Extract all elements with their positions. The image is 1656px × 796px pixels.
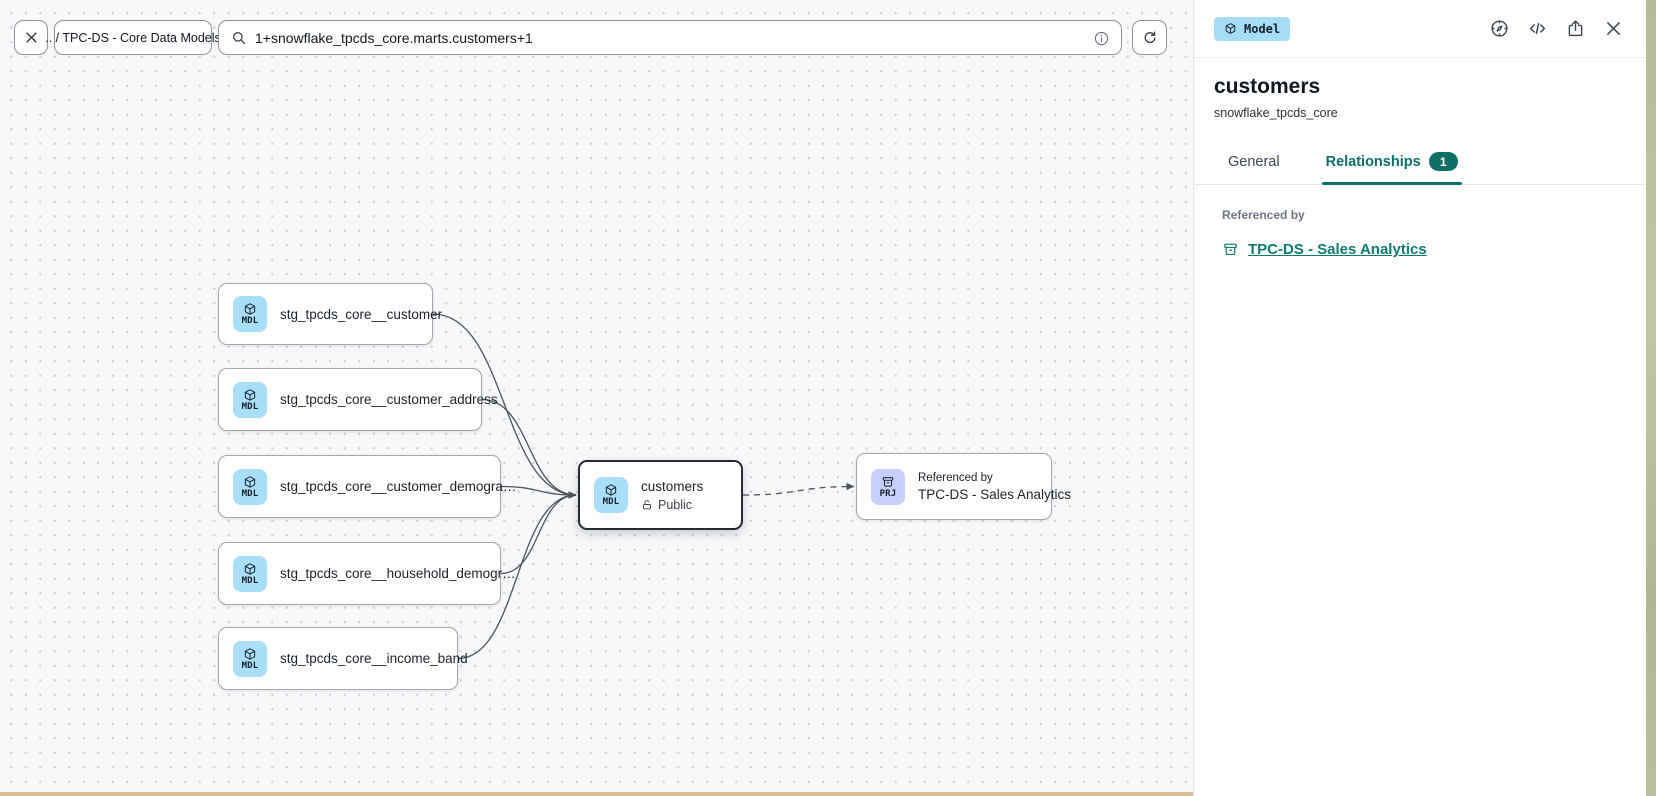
project-subtitle: snowflake_tpcds_core — [1214, 106, 1338, 120]
node-overline: Referenced by — [918, 471, 993, 484]
tab-general[interactable]: General — [1228, 141, 1280, 184]
lineage-node-stg_customer_address[interactable]: MDL stg_tpcds_core__customer_address — [218, 368, 498, 431]
node-label: stg_tpcds_core__customer_demogra… — [280, 479, 517, 494]
lineage-node-stg_household_demographics[interactable]: MDL stg_tpcds_core__household_demogr… — [218, 542, 516, 605]
node-text: Referenced by TPC-DS - Sales Analytics — [918, 472, 1071, 502]
node-text: stg_tpcds_core__customer_address — [280, 392, 498, 407]
badge-label: MDL — [241, 660, 259, 671]
tab-relationships[interactable]: Relationships 1 — [1321, 141, 1462, 185]
cube-icon — [244, 562, 256, 575]
share-icon — [1568, 20, 1583, 37]
search-icon — [233, 32, 246, 45]
close-icon — [25, 32, 37, 43]
referenced-by-section: Referenced by TPC-DS - Sales Analytics — [1194, 185, 1646, 286]
share-button[interactable] — [1563, 16, 1588, 41]
view-code-button[interactable] — [1525, 16, 1550, 41]
model-badge: MDL — [594, 477, 628, 513]
close-icon — [1607, 22, 1620, 35]
search-bar — [218, 20, 1122, 55]
panel-header: Model — [1194, 0, 1646, 58]
lineage-node-stg_customer_demographics[interactable]: MDL stg_tpcds_core__customer_demogra… — [218, 455, 516, 518]
badge-label: PRJ — [879, 488, 897, 499]
breadcrumb-label: .. / TPC-DS - Core Data Models — [45, 30, 221, 45]
details-panel: Model customers snowflake_tpcds_core — [1193, 0, 1646, 796]
wallpaper-bottom-strip — [0, 792, 1193, 796]
cube-icon — [244, 647, 256, 660]
lineage-node-tpcds_sales_analytics[interactable]: PRJ Referenced by TPC-DS - Sales Analytics — [856, 453, 1071, 520]
search-input[interactable] — [219, 21, 1121, 54]
edge-layer — [432, 313, 855, 660]
model-badge: MDL — [233, 468, 267, 505]
breadcrumb[interactable]: .. / TPC-DS - Core Data Models — [45, 20, 221, 55]
section-heading: Referenced by — [1222, 208, 1305, 222]
node-text: stg_tpcds_core__customer_demogra… — [280, 479, 516, 494]
compass-icon — [1491, 20, 1508, 37]
node-label: TPC-DS - Sales Analytics — [918, 486, 1072, 502]
referenced-by-link[interactable]: TPC-DS - Sales Analytics — [1222, 241, 1427, 258]
model-badge: MDL — [233, 555, 267, 592]
panel-tabs: General Relationships 1 — [1194, 141, 1646, 185]
badge-label: MDL — [241, 401, 259, 412]
refresh-icon — [1144, 31, 1155, 43]
model-type-label: Model — [1244, 21, 1281, 36]
lineage-node-stg_income_band[interactable]: MDL stg_tpcds_core__income_band — [218, 627, 468, 690]
page-title: customers — [1214, 75, 1321, 98]
close-lineage-button[interactable] — [14, 20, 48, 55]
model-type-badge: Model — [1214, 16, 1291, 41]
node-text: stg_tpcds_core__household_demogr… — [280, 566, 516, 581]
node-access-label: Public — [658, 497, 693, 512]
node-label: stg_tpcds_core__customer_address — [280, 392, 498, 407]
archive-icon — [882, 476, 894, 487]
lineage-canvas[interactable]: .. / TPC-DS - Core Data Models MDL stg_tp… — [0, 0, 1193, 796]
cube-icon — [244, 388, 256, 401]
node-access: Public — [641, 498, 703, 512]
node-label: stg_tpcds_core__household_demogr… — [280, 566, 516, 581]
node-text: stg_tpcds_core__customer — [280, 307, 442, 322]
badge-label: MDL — [241, 575, 259, 586]
panel-title-block: customers snowflake_tpcds_core — [1194, 58, 1646, 120]
node-label: customers — [641, 478, 704, 494]
model-badge: MDL — [233, 381, 267, 418]
refresh-button[interactable] — [1132, 20, 1167, 55]
lock-open-icon — [643, 499, 651, 509]
cube-icon — [605, 484, 617, 496]
node-label: stg_tpcds_core__income_band — [280, 651, 468, 666]
explore-button[interactable] — [1487, 16, 1512, 41]
node-text: stg_tpcds_core__income_band — [280, 651, 468, 666]
cube-icon — [244, 303, 256, 315]
close-panel-button[interactable] — [1601, 16, 1626, 41]
panel-header-icons — [1487, 16, 1626, 41]
info-icon[interactable] — [1093, 30, 1110, 47]
lineage-edge-customers-to-tpcds_sales_analytics — [742, 482, 855, 496]
node-label: stg_tpcds_core__customer — [280, 306, 443, 322]
tab-relationships-label: Relationships — [1325, 153, 1421, 170]
referenced-by-link-label: TPC-DS - Sales Analytics — [1248, 241, 1427, 258]
badge-label: MDL — [602, 497, 620, 507]
cube-icon — [1225, 23, 1236, 34]
archive-icon — [1224, 243, 1237, 256]
lineage-edge-stg_household_demographics-to-customers — [500, 491, 577, 575]
project-badge: PRJ — [871, 468, 905, 505]
code-icon — [1529, 22, 1546, 35]
canvas-toolbar: .. / TPC-DS - Core Data Models — [14, 20, 1167, 55]
badge-label: MDL — [241, 488, 259, 499]
tab-general-label: General — [1228, 153, 1280, 170]
model-badge: MDL — [233, 296, 267, 332]
wallpaper-right-strip — [1646, 0, 1656, 796]
relationships-count-badge: 1 — [1428, 152, 1458, 171]
lineage-node-stg_customer[interactable]: MDL stg_tpcds_core__customer — [218, 283, 442, 345]
cube-icon — [244, 475, 256, 488]
badge-label: MDL — [241, 316, 259, 326]
model-badge: MDL — [233, 640, 267, 677]
